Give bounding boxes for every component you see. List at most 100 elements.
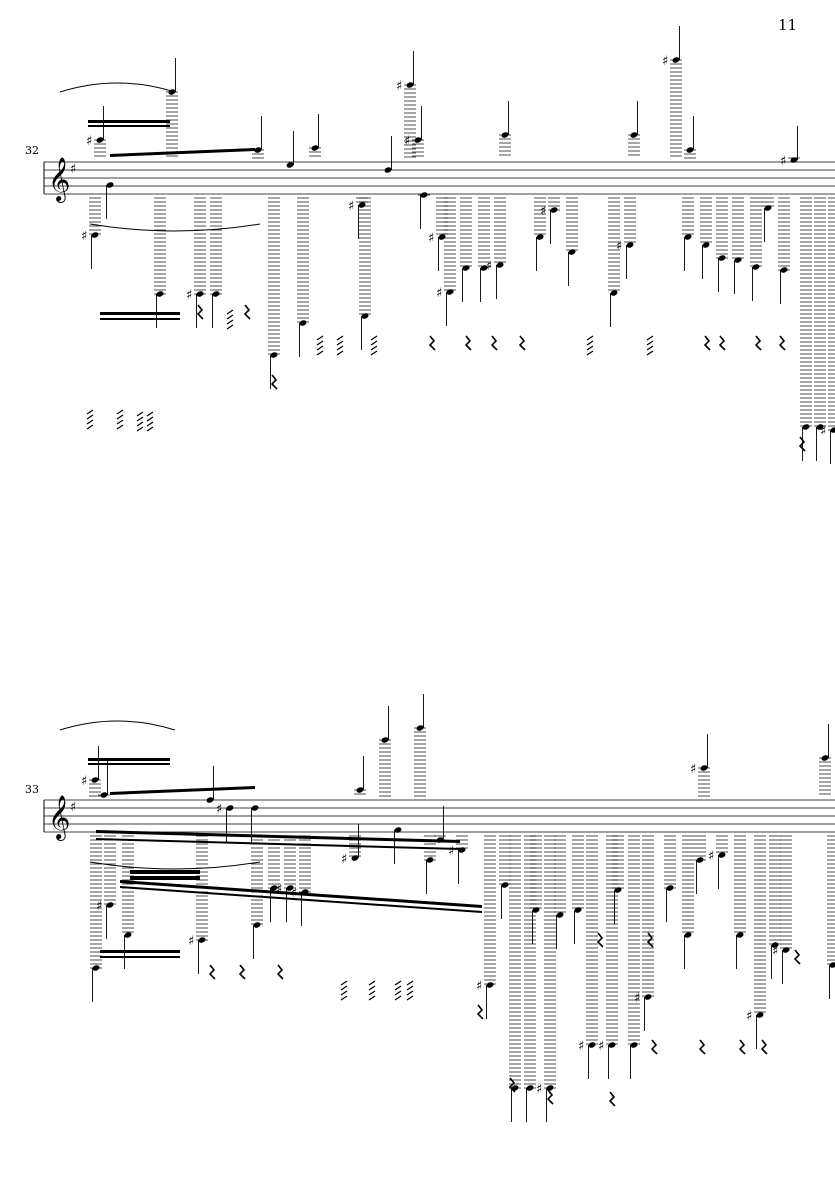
note-head [610, 290, 618, 296]
sharp-sign: ♯ [578, 1039, 584, 1054]
sharp-sign: ♯ [396, 79, 402, 94]
sharp-sign: ♯ [540, 204, 546, 219]
sharp-sign: ♯ [634, 991, 640, 1006]
sharp-sign: ♯ [448, 844, 454, 859]
tremolo-stroke [368, 985, 376, 991]
tremolo-stroke [406, 985, 414, 991]
sharp-sign: ♯ [404, 134, 410, 149]
quarter-rest [518, 335, 526, 351]
note-head [532, 907, 540, 913]
tremolo-stroke [116, 414, 124, 420]
quarter-rest [490, 335, 498, 351]
tremolo-stroke [340, 990, 348, 996]
tremolo-stroke [146, 426, 154, 432]
note-head [251, 805, 259, 811]
staff-system-1: 𝄞♯♯♯♯♯♯♯♯♯♯♯♯♯♯♯ [43, 26, 835, 464]
note-head [91, 232, 99, 238]
sharp-sign: ♯ [690, 762, 696, 777]
quarter-rest [546, 1089, 554, 1105]
note-head [486, 982, 494, 988]
quarter-rest [608, 1091, 616, 1107]
tremolo-stroke [336, 335, 344, 341]
note-beam [120, 880, 482, 908]
sharp-sign: ♯ [662, 54, 668, 69]
note-head [106, 182, 114, 188]
sharp-sign: ♯ [216, 802, 222, 817]
tremolo-stroke [116, 419, 124, 425]
tremolo-stroke [394, 980, 402, 986]
note-head [718, 852, 726, 858]
quarter-rest [596, 932, 604, 948]
note-head [226, 805, 234, 811]
quarter-rest [798, 436, 806, 452]
note-head [286, 162, 294, 168]
note-head [124, 932, 132, 938]
tremolo-stroke [86, 419, 94, 425]
quarter-rest [754, 335, 762, 351]
quarter-rest [703, 335, 711, 351]
quarter-rest [646, 932, 654, 948]
note-head [501, 882, 509, 888]
sharp-sign: ♯ [81, 229, 87, 244]
note-head [626, 242, 634, 248]
note-head [734, 257, 742, 263]
sharp-sign: ♯ [486, 259, 492, 274]
note-head [588, 1042, 596, 1048]
treble-clef: 𝄞 [48, 795, 70, 841]
tremolo-stroke [370, 345, 378, 351]
tremolo-stroke [646, 350, 654, 356]
tremolo-stroke [136, 416, 144, 422]
quarter-rest [464, 335, 472, 351]
note-head [816, 424, 824, 430]
tremolo-stroke [394, 990, 402, 996]
tremolo-stroke [86, 414, 94, 420]
sharp-sign: ♯ [81, 774, 87, 789]
measure-number: 32 [25, 144, 39, 157]
slur [89, 861, 261, 870]
tremolo-stroke [340, 995, 348, 1001]
sharp-sign: ♯ [186, 288, 192, 303]
note-beam [88, 758, 170, 761]
note-head [614, 887, 622, 893]
quarter-rest [476, 1004, 484, 1020]
quarter-rest [238, 964, 246, 980]
note-head [568, 249, 576, 255]
quarter-rest [243, 304, 251, 320]
tremolo-stroke [406, 980, 414, 986]
sharp-sign: ♯ [428, 231, 434, 246]
note-head [782, 947, 790, 953]
sharp-sign: ♯ [746, 1009, 752, 1024]
note-head [536, 234, 544, 240]
note-head [361, 313, 369, 319]
sharp-sign: ♯ [96, 899, 102, 914]
note-head [458, 847, 466, 853]
note-beam [88, 763, 170, 765]
note-head [702, 242, 710, 248]
quarter-rest [760, 1039, 768, 1055]
sharp-sign: ♯ [536, 1082, 542, 1097]
tremolo-stroke [146, 421, 154, 427]
note-head [802, 424, 810, 430]
note-head [630, 1042, 638, 1048]
tremolo-stroke [146, 416, 154, 422]
tremolo-stroke [226, 314, 234, 320]
sharp-sign: ♯ [616, 239, 622, 254]
note-beam [110, 786, 255, 795]
note-head [480, 265, 488, 271]
tremolo-stroke [586, 335, 594, 341]
tremolo-stroke [406, 995, 414, 1001]
tremolo-stroke [146, 411, 154, 417]
measure-number: 33 [25, 783, 39, 796]
note-beam [110, 148, 255, 157]
treble-clef: 𝄞 [48, 157, 70, 203]
note-beam [100, 318, 180, 320]
tremolo-stroke [136, 421, 144, 427]
note-beam [88, 120, 170, 123]
tremolo-stroke [340, 985, 348, 991]
quarter-rest [508, 1077, 516, 1093]
quarter-rest [793, 949, 801, 965]
tremolo-stroke [340, 980, 348, 986]
note-head [756, 1012, 764, 1018]
tremolo-stroke [368, 990, 376, 996]
